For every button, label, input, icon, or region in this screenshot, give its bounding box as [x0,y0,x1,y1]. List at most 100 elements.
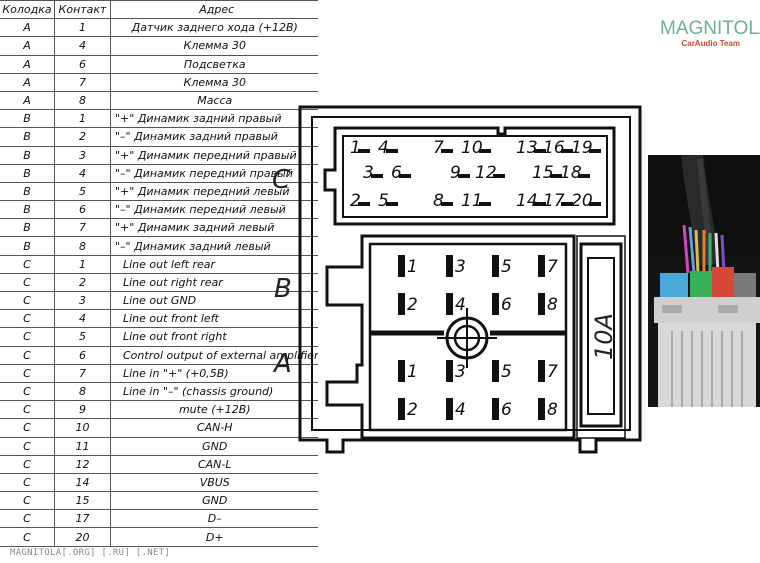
svg-text:1: 1 [407,362,418,382]
row-pin: 7 [54,73,111,92]
row-block: A [0,91,55,111]
svg-text:15: 15 [532,163,554,183]
row-block: C [0,309,55,329]
row-block: B [0,109,55,129]
row-address: GND [110,491,319,511]
row-pin: 4 [54,309,111,329]
c-pin-3: 3 [363,163,383,183]
row-pin: 4 [54,164,111,183]
svg-text:1: 1 [407,257,418,277]
row-address: CAN-L [110,455,319,474]
b-pin-8: 8 [538,293,558,315]
row-block: A [0,73,55,92]
row-block: B [0,218,55,238]
svg-text:7: 7 [547,257,558,277]
row-pin: 5 [54,182,111,202]
row-pin: 10 [54,418,111,438]
b-pin-1: 1 [398,255,418,277]
row-address: GND [110,437,319,456]
svg-text:5: 5 [501,257,512,277]
row-block: C [0,527,55,547]
row-block: C [0,455,55,474]
row-address: "–" Динамик задний правый [110,127,319,147]
row-pin: 14 [54,473,111,493]
a-pin-5: 5 [492,360,512,382]
row-block: C [0,418,55,438]
c-pin-19: 19 [571,138,601,158]
row-address: Датчик заднего хода (+12В) [110,18,319,38]
row-pin: 8 [54,382,111,402]
row-pin: 6 [54,55,111,74]
row-block: C [0,437,55,456]
row-pin: 6 [54,200,111,220]
svg-text:1: 1 [350,138,361,158]
row-pin: 9 [54,400,111,420]
row-pin: 8 [54,91,111,111]
row-address: "+" Динамик передний правый [110,146,319,165]
row-block: C [0,473,55,493]
row-address: D– [110,509,319,529]
row-address: "+" Динамик передний левый [110,182,319,202]
a-pin-4: 4 [446,398,466,420]
b-pin-4: 4 [446,293,466,315]
c-pin-5: 5 [378,191,398,211]
table-header-row: Колодка Контакт Адрес [0,0,319,20]
magnitola-logo: MAGNITOLA CarAudio Team [660,18,760,54]
svg-text:9: 9 [450,163,461,183]
row-address: Line out front left [110,309,319,329]
svg-text:17: 17 [543,191,565,211]
svg-text:13: 13 [516,138,538,158]
c-pin-4: 4 [378,138,398,158]
c-pin-8: 8 [433,191,453,211]
svg-text:20: 20 [571,191,593,211]
row-address: Клемма 30 [110,36,319,56]
row-block: C [0,364,55,383]
svg-text:6: 6 [501,295,512,315]
row-block: C [0,491,55,511]
row-pin: 4 [54,36,111,56]
row-address: "–" Динамик задний левый [110,236,319,256]
row-pin: 3 [54,146,111,165]
header-block: Колодка [0,0,55,20]
row-address: mute (+12В) [110,400,319,420]
svg-text:3: 3 [455,257,466,277]
svg-text:3: 3 [363,163,374,183]
c-pin-14: 14 [516,191,546,211]
header-pin: Контакт [54,0,111,20]
row-block: B [0,200,55,220]
label-c: C [272,165,291,195]
b-pin-2: 2 [398,293,418,315]
svg-text:2: 2 [407,400,418,420]
row-block: C [0,273,55,293]
row-pin: 11 [54,437,111,456]
c-pin-20: 20 [571,191,601,211]
row-block: A [0,18,55,38]
svg-text:5: 5 [501,362,512,382]
row-address: Line out left rear [110,255,319,274]
row-address: Line in "–" (chassis ground) [110,382,319,402]
svg-text:10: 10 [461,138,483,158]
c-pin-1: 1 [350,138,370,158]
row-pin: 2 [54,273,111,293]
svg-text:18: 18 [560,163,582,183]
row-block: B [0,127,55,147]
row-address: Line out front right [110,327,319,347]
row-pin: 7 [54,218,111,238]
svg-text:6: 6 [391,163,402,183]
c-pin-17: 17 [543,191,573,211]
row-address: D+ [110,527,319,547]
row-address: "–" Динамик передний левый [110,200,319,220]
